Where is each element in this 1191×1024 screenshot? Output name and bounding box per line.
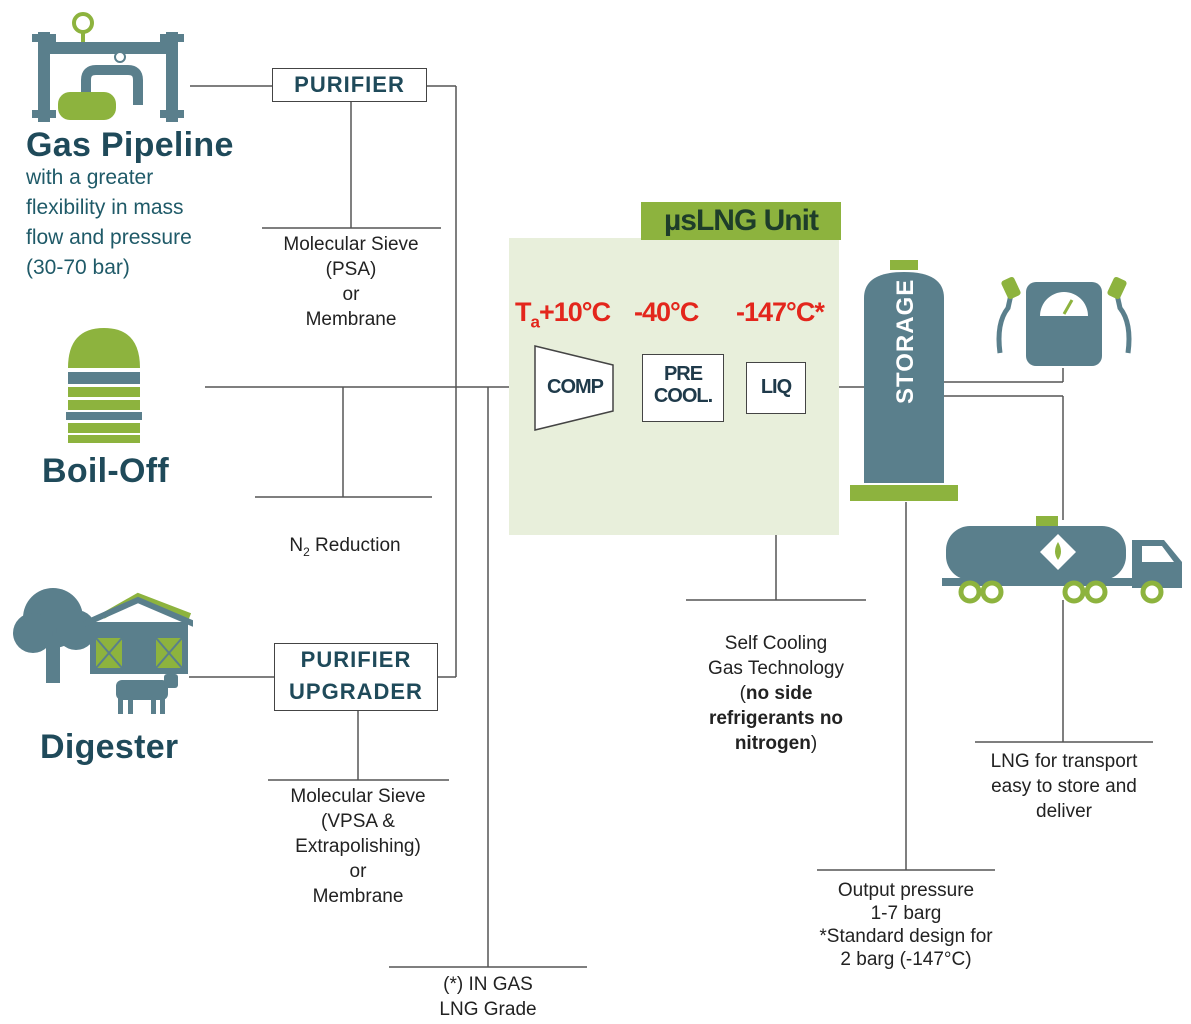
purifier-upgrader-box: PURIFIER UPGRADER — [274, 643, 438, 711]
temp-ta-rest: +10°C — [538, 297, 611, 327]
n2-prefix: N — [289, 535, 304, 556]
boil-off-icon — [66, 328, 142, 443]
precool-box — [642, 354, 724, 422]
temp-precool: -40°C — [634, 297, 699, 327]
compressor-shape — [534, 345, 614, 431]
storage-label: STORAGE — [892, 278, 919, 404]
upgrader-label: UPGRADER — [289, 679, 423, 704]
liq-box — [746, 362, 806, 414]
temp-ta-sub: a — [530, 312, 541, 332]
precool-label-1: PRE — [663, 363, 703, 385]
purifier-top-label: PURIFIER — [294, 72, 405, 97]
self-cooling-close: ) — [810, 733, 818, 754]
self-cooling-text: Self Cooling Gas Technology ( — [708, 633, 844, 704]
lng-truck-icon — [942, 516, 1182, 604]
gas-pipeline-icon — [32, 12, 184, 122]
gas-pipeline-title: Gas Pipeline — [26, 126, 234, 164]
digester-title: Digester — [40, 728, 179, 766]
precool-label-2: COOL. — [653, 385, 713, 407]
gas-pipeline-description: with a greater flexibility in mass flow … — [26, 166, 192, 279]
molecular-sieve-top-note: Molecular Sieve (PSA) or Membrane — [283, 234, 419, 330]
temp-ambient: Ta+10°C — [515, 297, 611, 332]
temp-ta: T — [515, 297, 531, 327]
lng-transport-note: LNG for transport easy to store and deli… — [990, 751, 1138, 822]
liq-label: LIQ — [760, 376, 792, 398]
in-gas-note: (*) IN GAS LNG Grade — [439, 974, 537, 1020]
comp-label: COMP — [547, 376, 604, 398]
boil-off-title: Boil-Off — [42, 452, 170, 490]
self-cooling-bold: no side refrigerants no nitrogen — [708, 683, 844, 754]
n2-suffix: Reduction — [309, 535, 401, 556]
digester-icon — [13, 588, 193, 714]
n2-subscript: 2 — [303, 544, 310, 559]
molecular-sieve-bottom-note: Molecular Sieve (VPSA & Extrapolishing) … — [290, 786, 426, 907]
storage-tank-icon — [850, 260, 958, 501]
purifier-box-top: PURIFIER — [272, 68, 427, 102]
n2-reduction-note: N2 Reduction — [255, 508, 435, 565]
temp-liquefaction: -147°C* — [736, 297, 825, 327]
fuel-pump-icon — [996, 276, 1132, 366]
output-pressure-note: Output pressure 1-7 barg *Standard desig… — [819, 880, 993, 970]
purifier-bottom-label: PURIFIER — [300, 647, 412, 672]
self-cooling-note: Self Cooling Gas Technology (no side ref… — [670, 606, 882, 756]
unit-title: µsLNG Unit — [641, 202, 841, 240]
